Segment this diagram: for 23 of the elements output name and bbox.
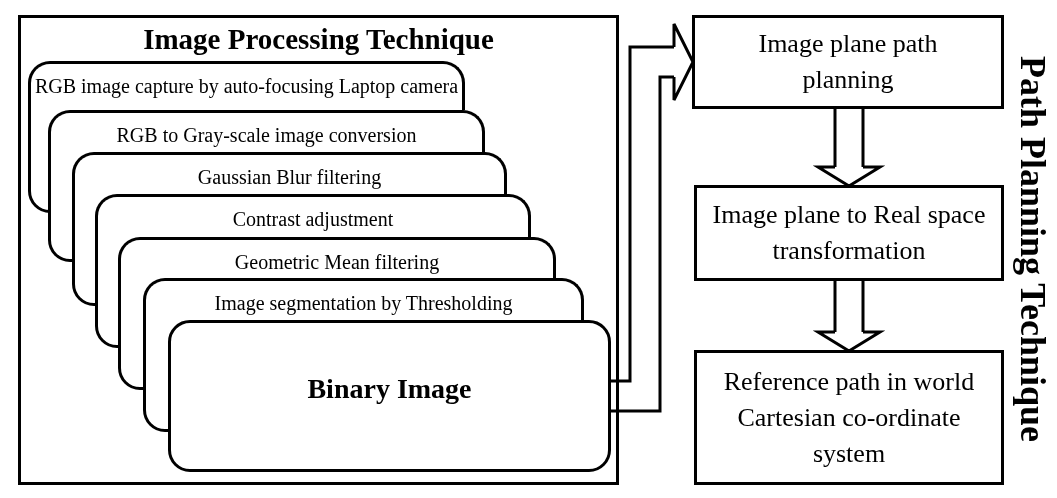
step-card bbox=[95, 194, 531, 237]
side-title: Path Planning Technique bbox=[1014, 55, 1052, 443]
step-label: Geometric Mean filtering bbox=[234, 250, 440, 274]
process-label: Reference path in world Cartesian co-ordinate system bbox=[722, 365, 976, 470]
step-label: Contrast adjustment bbox=[232, 207, 394, 231]
process-label: Image plane to Real space transformation bbox=[711, 199, 987, 267]
process-box bbox=[694, 350, 1004, 485]
step-card bbox=[28, 61, 465, 110]
step-label: RGB image capture by auto-focusing Laptop camera bbox=[34, 74, 459, 98]
panel-title: Image Processing Technique bbox=[143, 22, 494, 56]
step-label: Gaussian Blur filtering bbox=[197, 165, 382, 189]
step-label: Image segmentation by Thresholding bbox=[214, 291, 513, 315]
result-label: Binary Image bbox=[307, 372, 472, 406]
step-card bbox=[72, 152, 507, 194]
result-card bbox=[168, 320, 611, 472]
stage-panel bbox=[18, 15, 619, 485]
step-card bbox=[48, 110, 485, 152]
process-box bbox=[692, 15, 1004, 109]
step-card bbox=[143, 278, 584, 320]
process-box bbox=[694, 185, 1004, 281]
process-label: Image plane path planning bbox=[757, 28, 939, 96]
step-card bbox=[118, 237, 556, 278]
step-label: RGB to Gray-scale image conversion bbox=[116, 123, 417, 147]
